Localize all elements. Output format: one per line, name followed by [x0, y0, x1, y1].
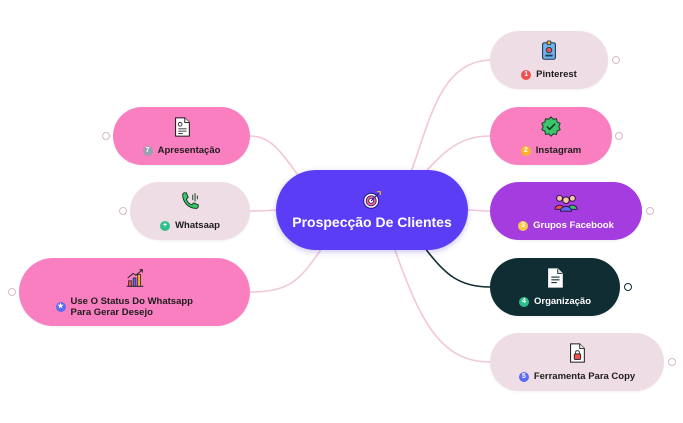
link-organizacao [424, 247, 491, 288]
node-label: Whatsaap [175, 220, 220, 231]
node-number-badge: + [160, 220, 171, 231]
node-label: Use O Status Do Whatsapp Para Gerar Dese… [70, 295, 193, 318]
link-whatsaap [249, 209, 279, 212]
link-ferramenta [394, 249, 491, 363]
node-label: Pinterest [536, 69, 577, 80]
node-label: Organização [533, 296, 592, 307]
node-organizacao[interactable]: 4 Organização [490, 258, 620, 316]
target-icon [363, 190, 381, 209]
node-label: Grupos Facebook [533, 220, 614, 231]
node-label: Instagram [535, 145, 582, 156]
node-pinterest[interactable]: 1 Pinterest [490, 31, 608, 89]
node-grupos-facebook[interactable]: 3 Grupos Facebook [490, 182, 642, 240]
node-number-badge: 7 [142, 145, 153, 156]
central-title: Prospecção De Clientes [292, 213, 452, 230]
collapse-toggle-organizacao[interactable] [624, 283, 632, 291]
link-apresentacao [249, 135, 301, 179]
node-ferramenta-para-copy[interactable]: 5 Ferramenta Para Copy [490, 333, 664, 391]
collapse-toggle-ferramenta[interactable] [668, 358, 676, 366]
node-number-badge: 1 [521, 69, 532, 80]
collapse-toggle-pinterest[interactable] [612, 56, 620, 64]
collapse-toggle-whatsaap[interactable] [119, 207, 127, 215]
node-label: Ferramenta Para Copy [533, 371, 636, 382]
pinterest-badge-icon [542, 40, 556, 60]
resume-document-icon [174, 117, 190, 137]
central-topic[interactable]: Prospecção De Clientes [276, 170, 468, 250]
node-number-badge: ★ [55, 301, 66, 312]
locked-document-icon [570, 343, 585, 363]
growth-chart-icon [126, 268, 143, 287]
collapse-toggle-apresentacao[interactable] [102, 132, 110, 140]
collapse-toggle-status-whatsapp[interactable] [8, 288, 16, 296]
verified-badge-icon [541, 116, 561, 137]
node-whatsaap[interactable]: + Whatsaap [130, 182, 250, 240]
link-status-whatsapp [249, 247, 323, 293]
link-grupos-facebook [465, 209, 491, 212]
node-number-badge: 3 [518, 220, 529, 231]
node-label: Apresentação [157, 145, 221, 156]
node-status-whatsapp[interactable]: ★ Use O Status Do Whatsapp Para Gerar De… [19, 258, 250, 326]
node-instagram[interactable]: 2 Instagram [490, 107, 612, 165]
link-pinterest [409, 59, 491, 176]
document-icon [548, 268, 563, 288]
collapse-toggle-instagram[interactable] [615, 132, 623, 140]
node-number-badge: 2 [520, 145, 531, 156]
node-number-badge: 5 [518, 371, 529, 382]
phone-call-icon [182, 192, 199, 209]
node-number-badge: 4 [518, 296, 529, 307]
collapse-toggle-grupos-facebook[interactable] [646, 207, 654, 215]
node-apresentacao[interactable]: 7 Apresentação [113, 107, 250, 165]
group-people-icon [554, 194, 578, 212]
